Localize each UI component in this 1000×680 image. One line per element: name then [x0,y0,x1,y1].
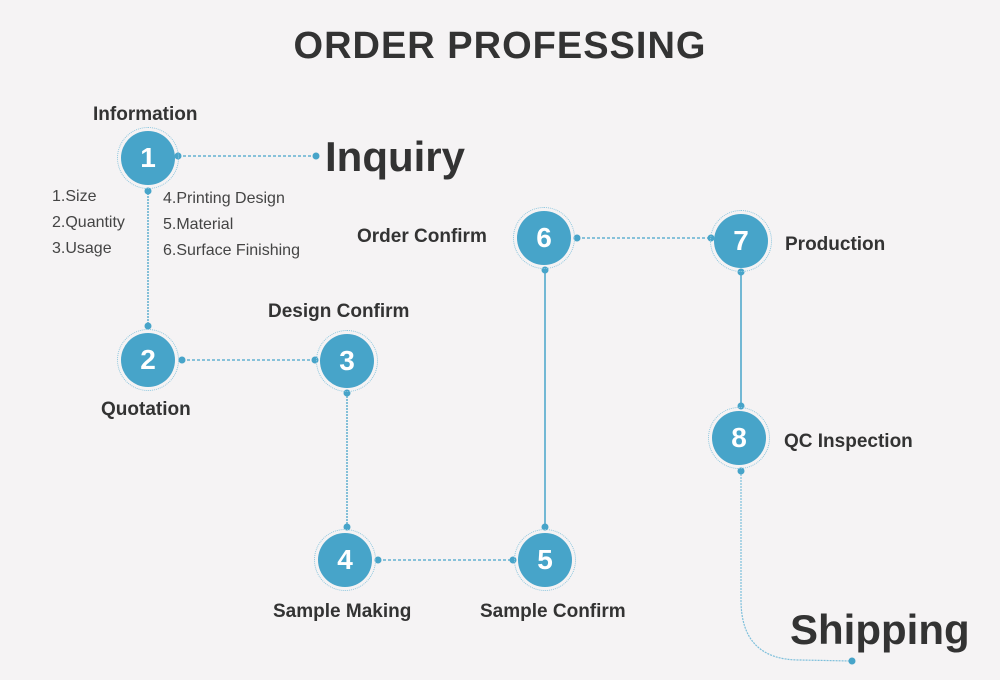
connector-dot [541,523,549,531]
step-8-label: QC Inspection [784,431,913,452]
connector-dot [737,467,745,475]
info-item: 5.Material [163,216,234,233]
step-7-label: Production [785,234,886,255]
step-3-node: 3 [316,330,378,392]
info-item: 6.Surface Finishing [163,242,300,259]
info-item: 1.Size [52,188,97,205]
connector-dot [573,234,581,242]
connector-dot [144,187,152,195]
step-5-label: Sample Confirm [480,601,626,622]
step-ring [708,407,770,469]
connector-dot [848,657,856,665]
step-ring [314,529,376,591]
connector-dot [343,523,351,531]
shipping-label: Shipping [790,606,970,653]
step-1-label: Information [93,104,198,125]
connector-dot [144,322,152,330]
step-2-node: 2 [117,329,179,391]
step-ring [117,329,179,391]
info-list-left: 1.Size 2.Quantity 3.Usage [52,184,125,262]
step-7-node: 7 [710,210,772,272]
info-list-right: 4.Printing Design 5.Material 6.Surface F… [163,186,300,264]
step-ring [513,207,575,269]
step-2-label: Quotation [101,399,191,420]
connector-dot [178,356,186,364]
step-8-node: 8 [708,407,770,469]
step-1-node: 1 [117,127,179,189]
connector-8-shipping [740,471,852,662]
info-item: 2.Quantity [52,214,125,231]
step-3-label: Design Confirm [268,301,410,322]
inquiry-label: Inquiry [325,133,466,180]
step-4-node: 4 [314,529,376,591]
step-ring [710,210,772,272]
info-item: 4.Printing Design [163,190,285,207]
step-ring [117,127,179,189]
diagram-title: ORDER PROFESSING [293,25,707,67]
step-ring [514,529,576,591]
step-6-label: Order Confirm [357,226,487,247]
step-4-label: Sample Making [273,601,412,622]
connector-dot [312,152,320,160]
step-ring [316,330,378,392]
step-6-node: 6 [513,207,575,269]
step-5-node: 5 [514,529,576,591]
info-item: 3.Usage [52,240,112,257]
connector-dot [374,556,382,564]
